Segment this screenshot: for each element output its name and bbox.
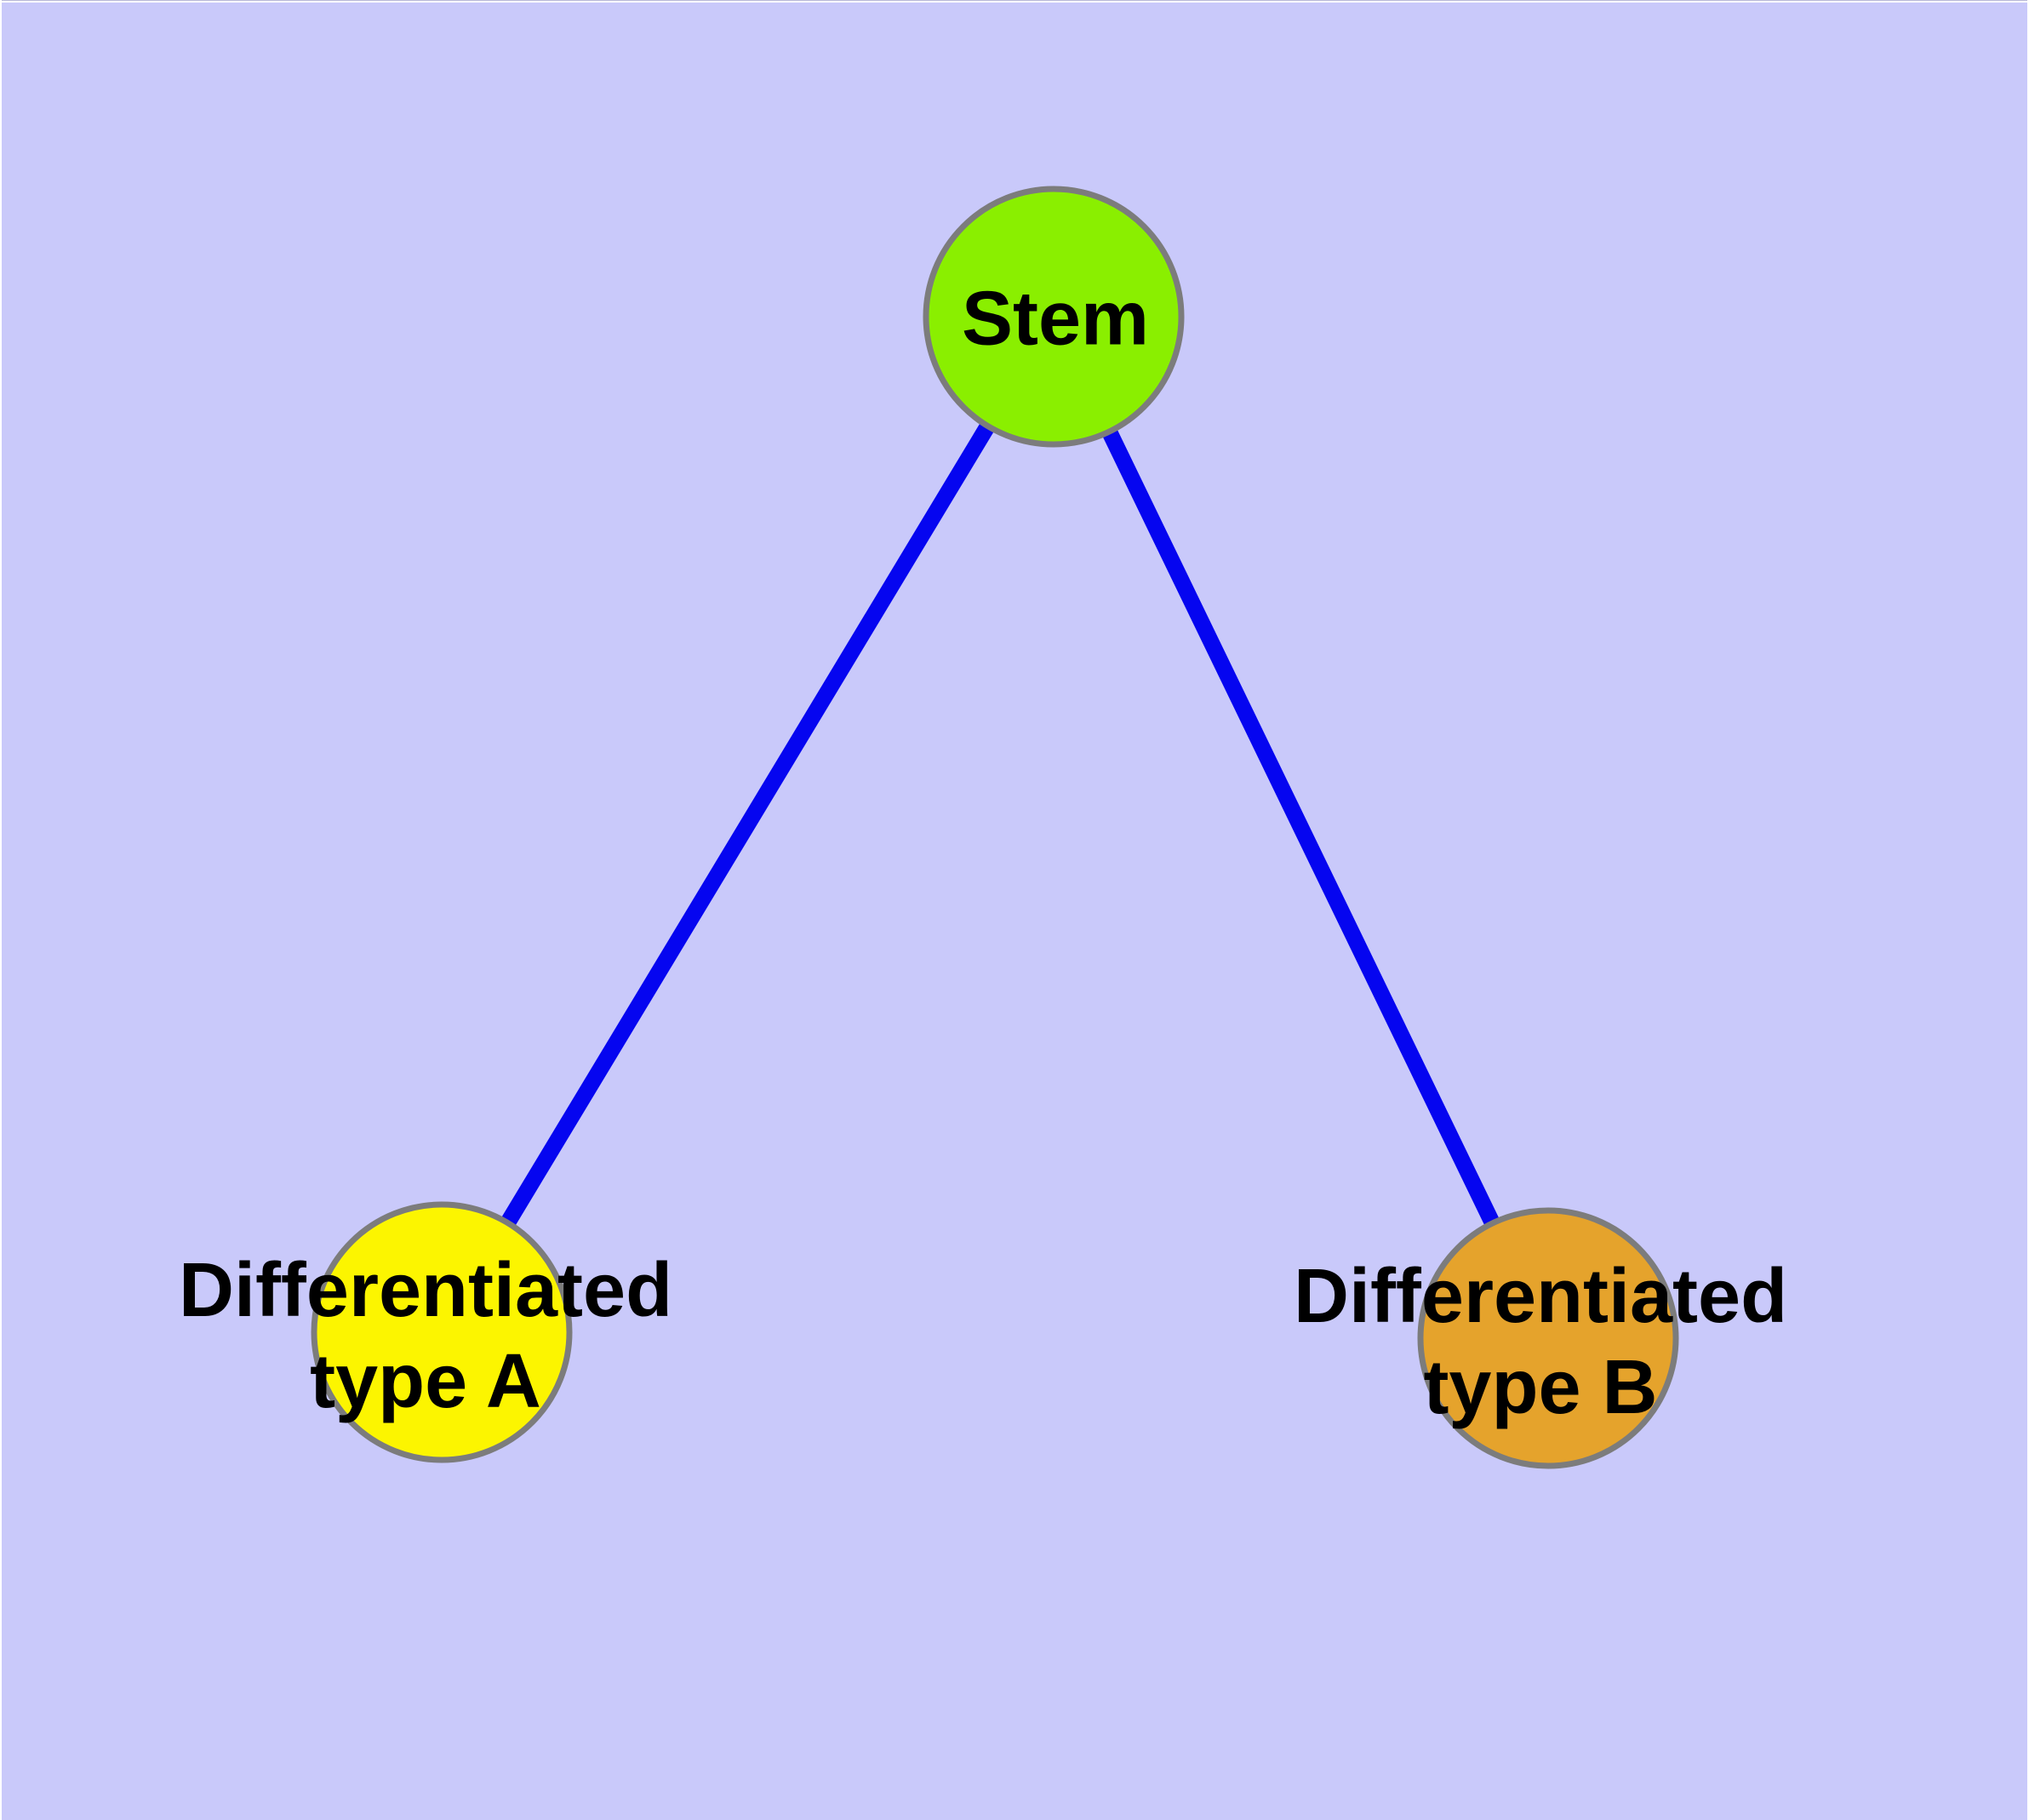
node-label-line: type B <box>1423 1345 1658 1430</box>
node-circle-differentiated-type-a[interactable] <box>311 1201 573 1463</box>
canvas-right-edge <box>2027 0 2029 1820</box>
node-label-differentiated-type-b: Differentiated type B <box>1294 1251 1787 1434</box>
node-label-stem: Stem <box>962 274 1149 365</box>
edge-stem-to-type-a <box>434 312 1061 1336</box>
node-label-line: Differentiated <box>1293 1254 1788 1339</box>
edge-stem-to-type-b <box>1046 312 1556 1342</box>
canvas-left-edge <box>0 0 2 1820</box>
node-label-differentiated-type-a: Differentiated type A <box>179 1245 672 1428</box>
node-label-line: Differentiated <box>178 1248 673 1333</box>
node-label-line: Stem <box>961 276 1150 362</box>
node-circle-stem[interactable] <box>923 186 1185 448</box>
canvas-top-edge <box>0 0 2029 3</box>
node-circle-differentiated-type-b[interactable] <box>1417 1207 1679 1469</box>
node-label-line: type A <box>310 1339 541 1424</box>
